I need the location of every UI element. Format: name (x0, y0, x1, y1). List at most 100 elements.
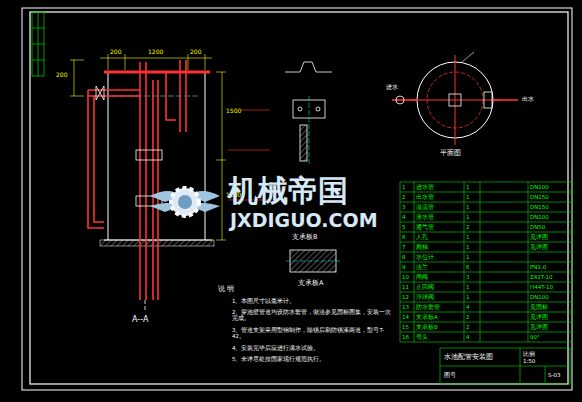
title-block-text: 图号 (444, 372, 456, 378)
table-cell: 6 (466, 264, 470, 270)
table-cell: 1 (466, 294, 470, 300)
table-cell: 2 (466, 324, 470, 330)
table-rule (400, 322, 572, 323)
table-cell: 7 (402, 244, 406, 250)
note-text: 2、穿池壁管道均设防水套管，做法参见国标图集，安装一次完成。 (232, 309, 397, 321)
table-cell: 见详图 (530, 314, 548, 320)
table-cell: 2 (466, 314, 470, 320)
table-cell: 人孔 (416, 234, 428, 240)
table-cell: DN100 (530, 184, 549, 190)
note-text: 5、未详尽处按国家现行规范执行。 (232, 356, 397, 362)
inner-frame (30, 12, 568, 384)
table-cell: H44T-10 (530, 284, 553, 290)
table-cell: 3 (402, 204, 406, 210)
table-cell: 爬梯 (416, 244, 428, 250)
table-cell: 1 (466, 234, 470, 240)
table-rule (400, 292, 572, 293)
watermark: 机械帝国 (228, 174, 348, 207)
table-rule (400, 262, 572, 263)
table-rule (400, 252, 572, 253)
table-cell: 闸阀 (416, 274, 428, 280)
table-cell: 见详图 (530, 244, 548, 250)
dimension: 1200 (148, 49, 163, 56)
table-cell: DN100 (530, 294, 549, 300)
table-cell: 防水套管 (416, 304, 440, 310)
dimension: 1500 (226, 108, 241, 115)
note-text: 4、安装完毕后应进行满水试验。 (232, 345, 397, 351)
table-cell: 4 (466, 304, 470, 310)
table-cell: 溢流管 (416, 204, 434, 210)
table-cell: 止回阀 (416, 284, 434, 290)
table-cell: 1 (466, 204, 470, 210)
table-rule (400, 242, 572, 243)
notes-heading: 说 明 (218, 286, 234, 294)
parts-table (400, 182, 572, 384)
title-block-text: 水池配管安装图 (444, 354, 493, 361)
table-cell: 浮球阀 (416, 294, 434, 300)
table-cell: DN50 (530, 224, 545, 230)
table-rule (400, 272, 572, 273)
pipe-label: 出水 (522, 96, 534, 103)
table-cell: 1 (466, 284, 470, 290)
support-plate-a (286, 250, 340, 272)
table-cell: 15 (402, 324, 409, 330)
table-rule (400, 232, 572, 233)
table-cell: 支承板B (416, 324, 438, 330)
view-title: 支承板A (298, 280, 323, 287)
table-cell: 8 (402, 254, 406, 260)
table-cell: 泄水管 (416, 214, 434, 220)
table-cell: 3 (466, 274, 470, 280)
dimension: 200 (56, 72, 67, 79)
table-cell: 12 (402, 294, 409, 300)
table-cell: 支承板A (416, 314, 438, 320)
table-cell: 法兰 (416, 264, 428, 270)
table-cell: 1 (466, 244, 470, 250)
table-cell: 14 (402, 314, 409, 320)
table-cell: 见国标 (530, 304, 548, 310)
table-rule (400, 312, 572, 313)
table-rule (400, 192, 572, 193)
table-rule (400, 202, 572, 203)
note-text: 1、本图尺寸以毫米计。 (232, 298, 397, 304)
table-cell: 2 (466, 224, 470, 230)
dimension: 200 (110, 49, 121, 56)
binding-strip (32, 12, 44, 76)
title-block-text: 1:50 (523, 358, 535, 364)
table-cell: 出水管 (416, 194, 434, 200)
table-cell: 2 (402, 194, 406, 200)
support-plate-b (285, 62, 332, 166)
table-cell: 6 (402, 234, 406, 240)
table-cell: 4 (402, 214, 406, 220)
view-title: A--A (132, 316, 148, 325)
table-cell: PN1.0 (530, 264, 546, 270)
table-cell: 9 (402, 264, 406, 270)
table-rule (400, 302, 572, 303)
table-cell: 1 (466, 254, 470, 260)
table-cell: 11 (402, 284, 409, 290)
table-cell: 见详图 (530, 324, 548, 330)
table-cell: 通气管 (416, 224, 434, 230)
pipe-label: 进水 (386, 84, 398, 91)
dimension: 200 (190, 49, 201, 56)
view-title: 支承板B (292, 234, 317, 241)
watermark-logo (150, 188, 220, 216)
table-cell: 1 (466, 194, 470, 200)
table-cell: 水位计 (416, 254, 434, 260)
table-rule (400, 222, 572, 223)
table-rule (400, 282, 572, 283)
table-cell: 1 (402, 184, 406, 190)
table-cell: 进水管 (416, 184, 434, 190)
table-cell: 5 (402, 224, 406, 230)
note-text: 3、管道支架采用型钢制作，除锈后刷防锈漆两道，型号T-42。 (232, 327, 397, 339)
outer-frame (22, 8, 572, 390)
table-cell: 1 (466, 214, 470, 220)
table-cell: 1 (466, 184, 470, 190)
view-title: 平面图 (440, 150, 461, 157)
table-rule (400, 332, 572, 333)
table-cell: 见详图 (530, 234, 548, 240)
table-cell: 16 (402, 334, 409, 340)
table-cell: DN150 (530, 194, 549, 200)
table-cell: DN150 (530, 204, 549, 210)
table-cell: 13 (402, 304, 409, 310)
table-cell: 弯头 (416, 334, 428, 340)
